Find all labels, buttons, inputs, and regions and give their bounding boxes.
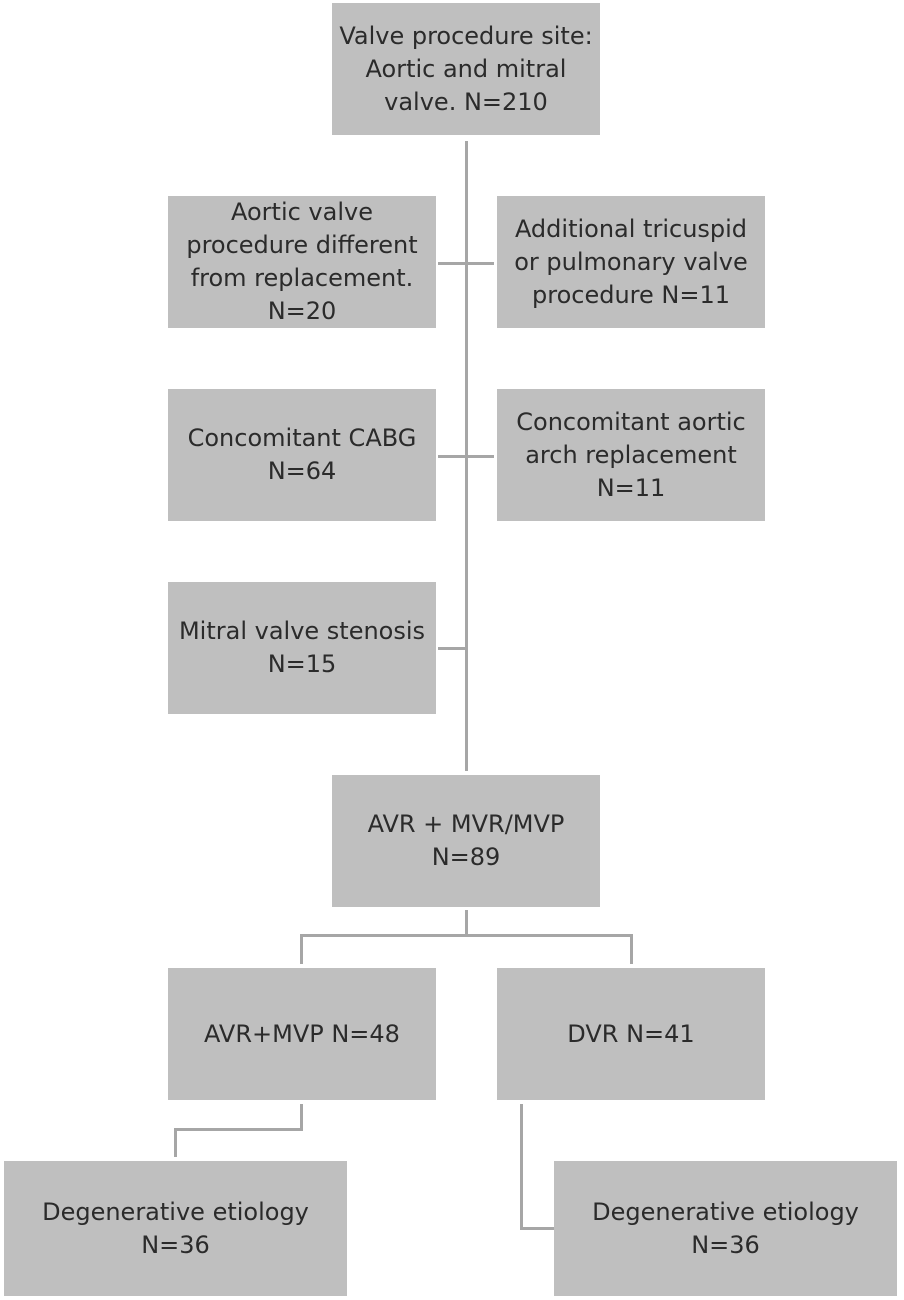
- connector-branch-row2: [438, 455, 494, 458]
- node-degenerative-right: Degenerative etiology N=36: [554, 1161, 897, 1296]
- node-exclusion-mitral-stenosis-label: Mitral valve stenosis N=15: [178, 617, 426, 678]
- node-root: Valve procedure site: Aortic and mitral …: [332, 3, 600, 135]
- connector-right-down: [520, 1104, 523, 1229]
- node-root-label: Valve procedure site: Aortic and mitral …: [339, 21, 593, 116]
- connector-left-across: [174, 1128, 303, 1131]
- connector-branch-row3: [438, 647, 467, 650]
- connector-split-bar: [300, 934, 633, 937]
- node-avr-mvp-label: AVR+MVP N=48: [204, 1019, 400, 1048]
- node-exclusion-arch-label: Concomitant aortic arch replacement N=11: [516, 407, 746, 502]
- node-exclusion-tricuspid: Additional tricuspid or pulmonary valve …: [497, 196, 765, 328]
- node-exclusion-cabg-label: Concomitant CABG N=64: [187, 424, 417, 485]
- node-avr-mvp: AVR+MVP N=48: [168, 968, 436, 1100]
- node-degenerative-right-label: Degenerative etiology N=36: [592, 1197, 859, 1259]
- connector-left-drop: [174, 1128, 177, 1157]
- node-exclusion-aortic-other-label: Aortic valve procedure different from re…: [186, 198, 418, 325]
- connector-right-across: [520, 1227, 554, 1230]
- connector-left-down: [300, 1104, 303, 1130]
- node-dvr-label: DVR N=41: [567, 1019, 695, 1048]
- node-exclusion-tricuspid-label: Additional tricuspid or pulmonary valve …: [514, 214, 748, 309]
- node-exclusion-aortic-other: Aortic valve procedure different from re…: [168, 196, 436, 328]
- node-exclusion-mitral-stenosis: Mitral valve stenosis N=15: [168, 582, 436, 714]
- node-degenerative-left: Degenerative etiology N=36: [4, 1161, 347, 1296]
- node-exclusion-cabg: Concomitant CABG N=64: [168, 389, 436, 521]
- connector-split-left-drop: [300, 934, 303, 964]
- connector-split-right-drop: [630, 934, 633, 964]
- node-degenerative-left-label: Degenerative etiology N=36: [42, 1197, 309, 1259]
- connector-split-stem: [465, 910, 468, 936]
- node-exclusion-arch: Concomitant aortic arch replacement N=11: [497, 389, 765, 521]
- node-avr-mvr: AVR + MVR/MVP N=89: [332, 775, 600, 907]
- connector-branch-row1: [438, 262, 494, 265]
- node-avr-mvr-label: AVR + MVR/MVP N=89: [367, 810, 565, 871]
- node-dvr: DVR N=41: [497, 968, 765, 1100]
